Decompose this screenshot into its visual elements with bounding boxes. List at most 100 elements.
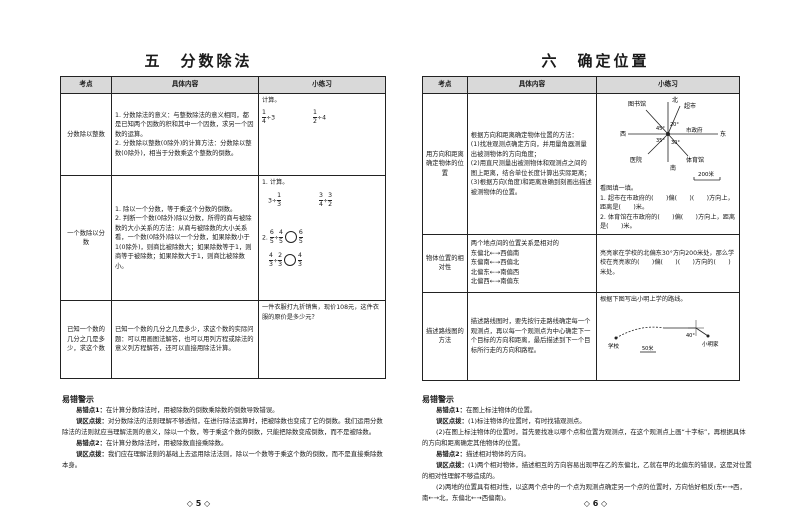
page-title: 五 分数除法	[144, 52, 253, 70]
warning-section: 易错警示 易错点1：在图上标注物体的位置。 误区点拨：(1)标注物体的位置时，有…	[422, 394, 752, 504]
warning-item: 易错点2：在计算分数除法时，用被除数直接乘除数。	[76, 439, 228, 447]
south-label: 南	[670, 164, 676, 172]
content-cell: 已知一个数的几分之几是多少，求这个数的实际问题：可以用画图法解答，也可以用列方程…	[111, 300, 259, 379]
page-number: ◇ 6 ◇	[583, 499, 608, 508]
warning-item: (2)两地的位置具有相对性，以这两个点中的一个点为观测点确定另一个点的位置时，方…	[422, 483, 746, 502]
operator: ÷4	[316, 114, 327, 121]
topic-cell: 用方向和距离确定物体的位置	[422, 93, 468, 235]
practice-cell: 北 南 东 西 图书馆 超市 市政府 医院 体育馆 45° 20° 35° 30…	[596, 93, 740, 235]
warning-section: 易错警示 易错点1：在计算分数除法时，用被除数的倒数乘除数的倒数导致错误。 误区…	[62, 394, 388, 471]
header-content: 具体内容	[111, 76, 259, 94]
operator: ÷3	[265, 114, 276, 121]
market-label: 超市	[684, 102, 696, 110]
table-row: 物体位置的相对性 两个地点间的位置关系是相对的 东偏北←→西偏南 东偏南←→西偏…	[422, 233, 740, 293]
angle-label: 30°	[671, 140, 680, 146]
left-page: 五 分数除法 考点 具体内容 小练习 分数除以整数 1. 分数除法的意义：与整数…	[60, 52, 388, 508]
topic-cell: 已知一个数的几分之几是多少，求这个数	[60, 300, 112, 379]
content-line: 东偏北←→西偏南	[470, 249, 520, 257]
warning-title: 易错警示	[422, 395, 454, 404]
header-practice: 小练习	[258, 76, 386, 94]
table-header-row: 考点 具体内容 小练习	[422, 76, 740, 94]
content-line: 两个地点间的位置关系是相对的	[470, 240, 559, 248]
angle-label: 20°	[670, 122, 679, 128]
content-cell: 描述路线图时，要先按行走路线确定每一个观测点，再以每一个观测点为中心确定下一个目…	[466, 291, 598, 381]
gym-label: 体育馆	[686, 156, 704, 164]
table-row: 已知一个数的几分之几是多少，求这个数 已知一个数的几分之几是多少，求这个数的实际…	[60, 300, 386, 379]
route-map-diagram: 学校 小明家 40° 50米	[608, 320, 719, 353]
topic-cell: 描述路线图的方法	[422, 291, 468, 381]
scale-label: 50米	[642, 345, 653, 352]
topic-cell: 分数除以整数	[60, 93, 112, 176]
library-label: 图书馆	[628, 100, 646, 108]
table-row: 一个数除以分数 1. 除以一个分数，等于乘这个分数的倒数。 2. 判断一个数(0…	[60, 175, 386, 301]
warning-item: 易错点1：在图上标注物体的位置。	[436, 406, 537, 414]
content-line: 东偏南←→西偏北	[470, 259, 520, 267]
content-line: 北偏西←→南偏东	[470, 278, 520, 286]
hospital-label: 医院	[630, 156, 642, 164]
table-row: 描述路线图的方法 描述路线图时，要先按行走路线确定每一个观测点，再以每一个观测点…	[422, 291, 740, 381]
practice-line: 根据下图写出小明上学的路线。	[600, 295, 687, 303]
header-topic: 考点	[60, 76, 112, 94]
knowledge-table: 考点 具体内容 小练习 分数除以整数 1. 分数除法的意义：与整数除法的意义相同…	[60, 76, 386, 379]
practice-line: 看图填一填。	[600, 185, 638, 192]
warning-item: 误区点拨：(1)两个相对物体，描述相互的方向容易出现甲在乙的东偏北，乙就在甲的北…	[422, 461, 752, 480]
table-row: 用方向和距离确定物体的位置 根据方向和距离确定物体位置的方法： (1)找准观测点…	[422, 93, 740, 235]
content-line: 1. 除以一个分数，等于乘这个分数的倒数。	[115, 205, 237, 213]
angle-label: 35°	[656, 138, 665, 144]
direction-map-diagram: 北 南 东 西 图书馆 超市 市政府 医院 体育馆 45° 20° 35° 30…	[620, 96, 726, 181]
warning-item: 误区点拨：我们应在理解法则的基础上去运用除法法则，除以一个数等于乘这个数的倒数，…	[62, 450, 383, 469]
practice-cell: 一件衣服打九折销售，现价108元，这件衣服的原价是多少元？	[258, 300, 386, 379]
warning-item: 误区点拨：(1)标注物体的位置时，有时找错观测点。	[436, 417, 586, 425]
west-label: 西	[620, 131, 626, 138]
warning-item: 易错点2：描述相对物体的方向。	[436, 450, 530, 458]
expression-text: 3÷	[268, 197, 278, 204]
scale-label: 200米	[698, 170, 714, 178]
operator: ÷	[273, 234, 279, 241]
table-header-row: 考点 具体内容 小练习	[60, 76, 386, 94]
content-cell: 两个地点间的位置关系是相对的 东偏北←→西偏南 东偏南←→西偏北 北偏东←→南偏…	[466, 233, 598, 293]
comparison-blank[interactable]	[284, 231, 297, 243]
warning-item: 误区点拨：对分数除法的法则理解不够透彻，在进行除法运算时，把被除数也变成了它的倒…	[62, 417, 383, 436]
comparison-blank[interactable]	[284, 254, 297, 266]
angle-label: 40°	[686, 333, 695, 339]
practice-label: 2.	[262, 234, 268, 241]
header-content: 具体内容	[466, 76, 598, 94]
school-label: 学校	[608, 342, 620, 350]
warning-item: (2)在图上标注物体的位置时，首先要找准以哪个点和位置为观测点，在这个观测点上画…	[422, 428, 746, 447]
angle-label: 45°	[656, 126, 665, 132]
content-line: 2. 判断一个数(0除外)除以分数，所得的商与被除数的大小关系的方法：从商与被除…	[115, 215, 252, 270]
page-number: ◇ 5 ◇	[186, 499, 211, 508]
practice-cell: 根据下图写出小明上学的路线。 学校 小明家 40° 50米	[596, 291, 740, 381]
warning-item: 易错点1：在计算分数除法时，用被除数的倒数乘除数的倒数导致错误。	[76, 406, 279, 414]
table-row: 分数除以整数 1. 分数除法的意义：与整数除法的意义相同，都是已知两个因数的积和…	[60, 93, 386, 176]
operator: ÷	[272, 257, 279, 264]
practice-cell: 亮亮家在学校的北偏东30°方向200米处，那么学校在亮亮家的( )偏( )( )…	[596, 233, 740, 293]
practice-line: 1. 超市在市政府的( )偏( )( )方向上，距离是( )米。	[600, 194, 734, 212]
operator: ÷	[322, 197, 329, 204]
content-line: 根据方向和距离确定物体位置的方法：	[470, 131, 578, 139]
content-line: (1)找准观测点确定方向，并用量角器测量出被测物体的方向角度；	[470, 141, 587, 158]
warning-title: 易错警示	[62, 395, 94, 404]
content-cell: 根据方向和距离确定物体位置的方法： (1)找准观测点确定方向，并用量角器测量出被…	[466, 93, 598, 235]
north-label: 北	[672, 96, 678, 104]
header-practice: 小练习	[596, 76, 740, 94]
content-line: (3)根据方向(角度)和距离准确到刻画出描述被测物体的位置。	[470, 179, 592, 196]
content-line: 1. 分数除法的意义：与整数除法的意义相同，都是已知两个因数的积和其中一个因数，…	[115, 111, 254, 138]
header-topic: 考点	[422, 76, 468, 94]
right-page: 六 确定位置 考点 具体内容 小练习 用方向和距离确定物体的位置 根据方向和距离…	[397, 0, 794, 520]
topic-cell: 一个数除以分数	[60, 175, 112, 301]
